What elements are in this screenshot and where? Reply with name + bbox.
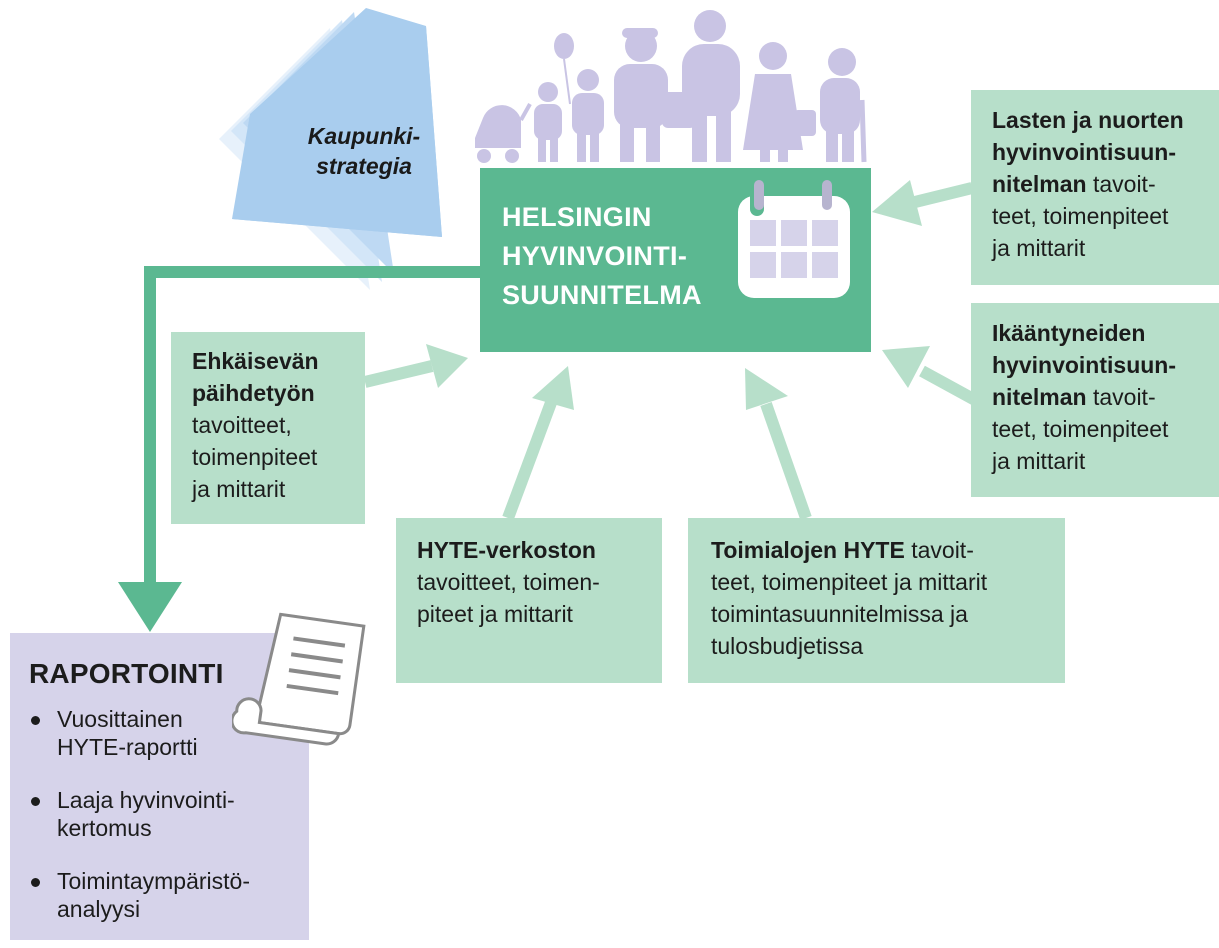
substance-line5: ja mittarit — [192, 476, 286, 502]
reporting-item-3-line1: Toimintaympäristö- — [57, 868, 250, 894]
elderly-line1: Ikääntyneiden — [992, 320, 1146, 346]
children-line3-bold: nitelman — [992, 171, 1087, 197]
children-line2: hyvinvointisuun- — [992, 139, 1176, 165]
reporting-item-3-line2: analyysi — [57, 896, 141, 922]
elderly-line5: ja mittarit — [992, 448, 1086, 474]
reporting-connector-arrow — [118, 266, 480, 632]
elderly-plan-box: Ikääntyneiden hyvinvointisuun- nitelman … — [971, 303, 1219, 497]
inbound-arrows — [363, 180, 978, 521]
elderly-line2: hyvinvointisuun- — [992, 352, 1176, 378]
substance-line3: tavoitteet, — [192, 412, 292, 438]
reporting-item: Vuosittainen HYTE-raportti — [29, 705, 304, 761]
reporting-item-2-line2: kertomus — [57, 815, 152, 841]
main-title-line2: HYVINVOINTI- — [502, 241, 688, 271]
sectors-line2: teet, toimenpiteet ja mittarit — [711, 569, 988, 595]
reporting-item-1-line1: Vuosittainen — [57, 706, 183, 732]
reporting-list: Vuosittainen HYTE-raportti Laaja hyvinvo… — [29, 705, 304, 948]
hyte-network-line1: HYTE-verkoston — [417, 537, 596, 563]
elderly-line3: tavoit- — [1086, 384, 1156, 410]
people-silhouettes-icon — [475, 10, 867, 163]
sectors-line1: tavoit- — [904, 537, 974, 563]
sectors-line3: toimintasuunnitelmissa ja — [711, 601, 968, 627]
hyte-network-line2: tavoitteet, toimen- — [417, 569, 600, 595]
children-line4: teet, toimenpiteet — [992, 203, 1169, 229]
sectors-hyte-box: Toimialojen HYTE tavoit- teet, toimenpit… — [688, 518, 1065, 683]
reporting-title: RAPORTOINTI — [29, 658, 224, 689]
substance-line1: Ehkäisevän — [192, 348, 319, 374]
children-line1: Lasten ja nuorten — [992, 107, 1184, 133]
sectors-line4: tulosbudjetissa — [711, 633, 864, 659]
elderly-line4: teet, toimenpiteet — [992, 416, 1169, 442]
reporting-item: Laaja hyvinvointi- kertomus — [29, 786, 304, 842]
reporting-item-2-line1: Laaja hyvinvointi- — [57, 787, 235, 813]
main-title-line3: SUUNNITELMA — [502, 280, 702, 310]
reporting-item: Toimintaympäristö- analyysi — [29, 867, 304, 923]
strategy-line1: Kaupunki- — [307, 123, 421, 149]
main-plan-box: HELSINGIN HYVINVOINTI- SUUNNITELMA — [480, 168, 871, 352]
strategy-line2: strategia — [316, 153, 412, 179]
strategy-arrow-icon — [219, 8, 442, 290]
substance-prevention-box: Ehkäisevän päihdetyön tavoitteet, toimen… — [171, 332, 365, 524]
hyte-network-box: HYTE-verkoston tavoitteet, toimen- pitee… — [396, 518, 662, 683]
main-title-line1: HELSINGIN — [502, 202, 652, 232]
children-line3: tavoit- — [1086, 171, 1156, 197]
main-plan-title: HELSINGIN HYVINVOINTI- SUUNNITELMA — [502, 198, 702, 315]
children-plan-box: Lasten ja nuorten hyvinvointisuun- nitel… — [971, 90, 1219, 285]
substance-line4: toimenpiteet — [192, 444, 318, 470]
hyte-network-line3: piteet ja mittarit — [417, 601, 573, 627]
reporting-box: RAPORTOINTI Vuosittainen HYTE-raportti L… — [10, 633, 309, 940]
document-scroll-icon — [232, 612, 366, 746]
calendar-icon — [738, 180, 850, 298]
reporting-item-1-line2: HYTE-raportti — [57, 734, 198, 760]
children-line5: ja mittarit — [992, 235, 1086, 261]
substance-line2: päihdetyön — [192, 380, 315, 406]
sectors-line1-bold: Toimialojen HYTE — [711, 537, 905, 563]
strategy-label: Kaupunki- strategia — [294, 121, 434, 181]
elderly-line3-bold: nitelman — [992, 384, 1087, 410]
